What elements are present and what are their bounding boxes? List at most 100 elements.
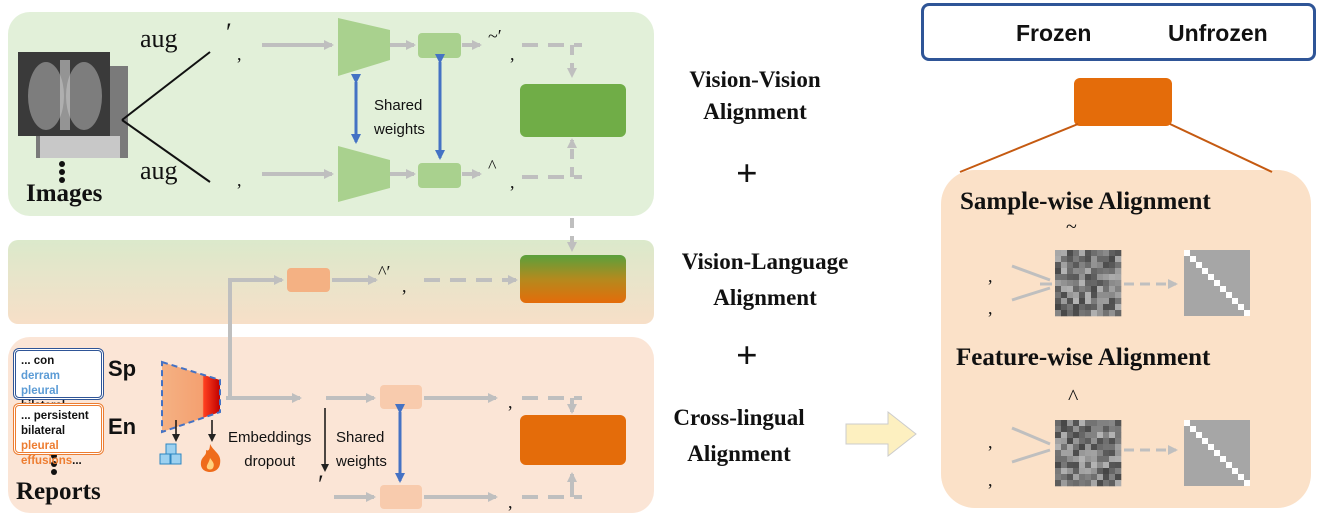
matrix-cell bbox=[1073, 468, 1080, 475]
matrix-cell bbox=[1067, 280, 1074, 287]
matrix-cell bbox=[1097, 250, 1104, 257]
matrix-cell bbox=[1073, 304, 1080, 311]
matrix-cell bbox=[1079, 304, 1086, 311]
comma-f2: , bbox=[988, 470, 993, 490]
matrix-cell bbox=[1097, 462, 1104, 469]
matrix-diagonal-cell bbox=[1214, 450, 1220, 456]
matrix-cell bbox=[1097, 420, 1104, 427]
plus-1: + bbox=[736, 153, 758, 195]
lang-projector-top bbox=[380, 385, 422, 409]
matrix-cell bbox=[1085, 298, 1092, 305]
matrix-cell bbox=[1079, 444, 1086, 451]
prime-top: ′ bbox=[226, 18, 232, 47]
matrix-cell bbox=[1061, 304, 1068, 311]
matrix-cell bbox=[1103, 456, 1110, 463]
matrix-diagonal-cell bbox=[1196, 432, 1202, 438]
matrix-cell bbox=[1055, 462, 1062, 469]
matrix-cell bbox=[1091, 480, 1098, 487]
matrix-diagonal-cell bbox=[1190, 256, 1196, 262]
matrix-cell bbox=[1085, 256, 1092, 263]
matrix-cell bbox=[1109, 474, 1116, 481]
matrix-cell bbox=[1103, 438, 1110, 445]
comma-top: , bbox=[237, 44, 242, 64]
matrix-cell bbox=[1109, 298, 1116, 305]
matrix-cell bbox=[1097, 262, 1104, 269]
matrix-cell bbox=[1091, 280, 1098, 287]
matrix-cell bbox=[1085, 268, 1092, 275]
matrix-cell bbox=[1061, 274, 1068, 281]
matrix-cell bbox=[1103, 474, 1110, 481]
matrix-cell bbox=[1055, 310, 1062, 317]
matrix-cell bbox=[1085, 274, 1092, 281]
embeddings-dropout-label: Embeddings dropout bbox=[228, 429, 312, 470]
matrix-cell bbox=[1097, 286, 1104, 293]
matrix-cell bbox=[1085, 456, 1092, 463]
matrix-cell bbox=[1091, 456, 1098, 463]
matrix-cell bbox=[1085, 462, 1092, 469]
tilde-prime: ~′ bbox=[488, 26, 502, 46]
sp-report-segment: ... con bbox=[21, 355, 55, 367]
matrix-cell bbox=[1061, 480, 1068, 487]
matrix-cell bbox=[1097, 280, 1104, 287]
matrix-cell bbox=[1061, 468, 1068, 475]
matrix-cell bbox=[1109, 480, 1116, 487]
matrix-cell bbox=[1097, 310, 1104, 317]
en-report-segment: ... bbox=[72, 455, 82, 467]
matrix-cell bbox=[1091, 444, 1098, 451]
matrix-cell bbox=[1109, 310, 1116, 317]
matrix-cell bbox=[1097, 468, 1104, 475]
matrix-cell bbox=[1085, 280, 1092, 287]
matrix-cell bbox=[1103, 462, 1110, 469]
matrix-cell bbox=[1073, 262, 1080, 269]
matrix-cell bbox=[1115, 298, 1122, 305]
matrix-cell bbox=[1091, 420, 1098, 427]
matrix-cell bbox=[1097, 474, 1104, 481]
matrix-cell bbox=[1115, 456, 1122, 463]
comma-f1: , bbox=[988, 432, 993, 452]
hat-feature: ^ bbox=[1068, 384, 1079, 409]
en-report-segment: effusions bbox=[21, 455, 73, 467]
en-report-segment: pleural bbox=[21, 440, 59, 452]
matrix-cell bbox=[1055, 438, 1062, 445]
matrix-cell bbox=[1061, 256, 1068, 263]
matrix-cell bbox=[1109, 268, 1116, 275]
matrix-cell bbox=[1079, 462, 1086, 469]
matrix-cell bbox=[1061, 310, 1068, 317]
comma-vv1: , bbox=[510, 44, 515, 64]
matrix-cell bbox=[1079, 456, 1086, 463]
matrix-cell bbox=[1109, 462, 1116, 469]
aug-label-top: aug bbox=[140, 24, 178, 53]
matrix-cell bbox=[1055, 432, 1062, 439]
matrix-cell bbox=[1115, 268, 1122, 275]
matrix-cell bbox=[1109, 274, 1116, 281]
matrix-cell bbox=[1067, 298, 1074, 305]
matrix-cell bbox=[1091, 298, 1098, 305]
matrix-cell bbox=[1067, 262, 1074, 269]
matrix-cell bbox=[1091, 310, 1098, 317]
matrix-diagonal-cell bbox=[1190, 426, 1196, 432]
matrix-cell bbox=[1103, 444, 1110, 451]
projector-top bbox=[418, 33, 461, 58]
vision-encoder-bottom bbox=[338, 146, 390, 202]
feature-target-matrix bbox=[1184, 420, 1250, 486]
matrix-diagonal-cell bbox=[1238, 474, 1244, 480]
matrix-cell bbox=[1115, 292, 1122, 299]
matrix-cell bbox=[1103, 250, 1110, 257]
matrix-cell bbox=[1073, 420, 1080, 427]
matrix-cell bbox=[1067, 456, 1074, 463]
matrix-cell bbox=[1067, 250, 1074, 257]
prime-bottom: ′ bbox=[318, 470, 324, 499]
matrix-cell bbox=[1097, 292, 1104, 299]
shared-weights-bottom: Shared weights bbox=[336, 429, 387, 470]
matrix-cell bbox=[1109, 292, 1116, 299]
matrix-cell bbox=[1091, 292, 1098, 299]
matrix-cell bbox=[1115, 444, 1122, 451]
matrix-cell bbox=[1109, 432, 1116, 439]
vv-alignment-block bbox=[520, 84, 626, 137]
matrix-cell bbox=[1055, 450, 1062, 457]
matrix-diagonal-cell bbox=[1232, 298, 1238, 304]
matrix-cell bbox=[1091, 256, 1098, 263]
matrix-cell bbox=[1061, 420, 1068, 427]
matrix-cell bbox=[1061, 438, 1068, 445]
matrix-cell bbox=[1091, 304, 1098, 311]
